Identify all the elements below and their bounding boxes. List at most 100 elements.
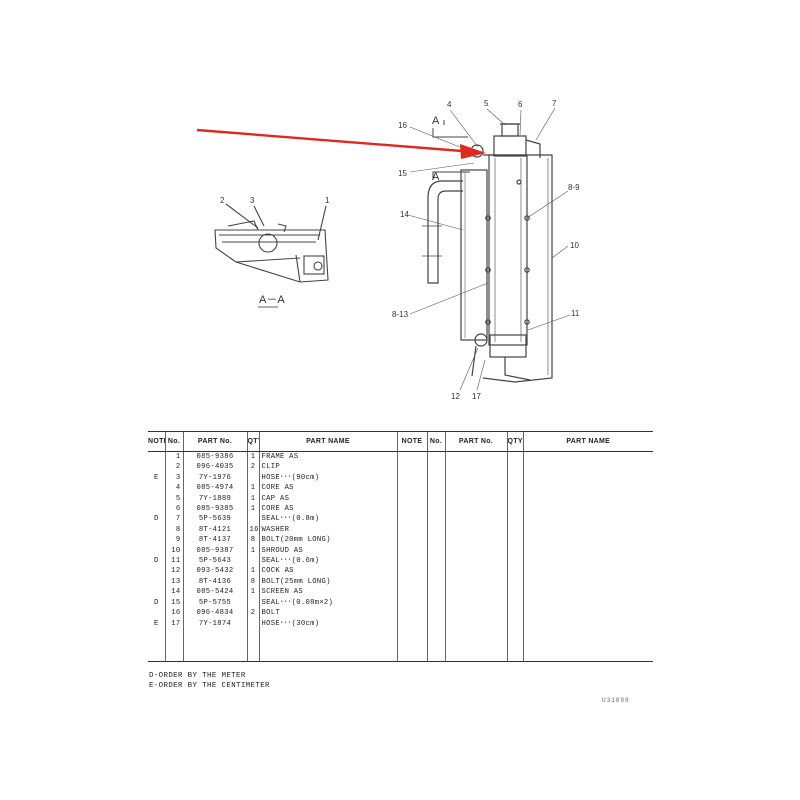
cell-part-no: 085-9386 (182, 451, 247, 463)
empty-cell (426, 535, 445, 546)
header-part-name-2: PART NAME (522, 431, 653, 452)
empty-cell (444, 524, 507, 536)
cell-qty: 8 (246, 576, 259, 588)
cell-qty: 1 (246, 451, 259, 463)
cell-no: 12 (164, 566, 183, 577)
empty-cell (426, 597, 445, 609)
empty-cell (426, 587, 445, 598)
empty-cell (396, 618, 427, 629)
header-note-2: NOTE (396, 431, 427, 452)
empty-cell (426, 483, 445, 494)
cell-name: CAP AS (258, 493, 397, 505)
empty-cell (148, 628, 165, 662)
empty-cell (396, 462, 427, 473)
empty-cell (522, 628, 653, 662)
empty-cell (522, 597, 653, 609)
callout-1: 1 (325, 196, 330, 205)
cell-no: 16 (164, 608, 183, 619)
cell-part-no: 5P-5639 (182, 514, 247, 525)
cell-part-no: 085-4974 (182, 483, 247, 494)
empty-cell (426, 608, 445, 619)
cell-note: E (153, 473, 159, 482)
cell-no: 14 (164, 587, 183, 598)
cell-note (148, 535, 165, 545)
empty-cell (426, 514, 445, 525)
empty-cell (444, 535, 507, 546)
header-part-no: PART No. (182, 431, 247, 452)
cell-qty: 1 (246, 587, 259, 598)
empty-cell (522, 483, 653, 494)
callout-12: 12 (451, 392, 460, 401)
cell-part-no: 096-4035 (182, 462, 247, 473)
empty-cell (396, 566, 427, 577)
cell-no: 2 (164, 462, 183, 473)
cell-part-no: 085-9387 (182, 545, 247, 557)
empty-cell (522, 504, 653, 515)
callout-3: 3 (250, 196, 255, 205)
radiator-exploded-diagram: 2 3 1 A－A (196, 99, 580, 401)
empty-cell (426, 462, 445, 473)
empty-cell (396, 608, 427, 619)
header-qty-2: QTY (506, 431, 523, 452)
footnote-d: D-ORDER BY THE METER (149, 672, 246, 680)
empty-cell (506, 483, 523, 494)
empty-cell (506, 576, 523, 588)
cell-part-no: 8T-4121 (182, 524, 247, 536)
cell-name: SCREEN AS (258, 587, 397, 598)
cell-part-no: 7Y-1889 (182, 493, 247, 505)
callout-5: 5 (484, 99, 489, 108)
empty-cell (444, 472, 507, 484)
empty-cell (522, 472, 653, 484)
footnotes: D-ORDER BY THE METER E-ORDER BY THE CENT… (149, 671, 270, 691)
cell-name: COCK AS (258, 566, 397, 577)
cell-name: BOLT (258, 608, 397, 619)
cell-name: FRAME AS (258, 451, 397, 463)
empty-cell (426, 556, 445, 567)
empty-cell (396, 535, 427, 546)
empty-cell (506, 545, 523, 557)
section-label: A－A (259, 294, 285, 306)
empty-cell (522, 587, 653, 598)
cell-part-no: 093-5432 (182, 566, 247, 577)
empty-cell (426, 545, 445, 557)
cell-no: 8 (164, 524, 183, 536)
empty-cell (444, 587, 507, 598)
empty-cell (164, 628, 183, 662)
empty-cell (396, 545, 427, 557)
cell-name: SEAL･･･(0.8m) (258, 514, 397, 525)
empty-cell (506, 628, 523, 662)
empty-cell (444, 618, 507, 629)
empty-cell (506, 566, 523, 577)
footnote-e: E-ORDER BY THE CENTIMETER (149, 682, 270, 690)
callout-16: 16 (398, 121, 407, 130)
cell-no: 17 (164, 618, 183, 629)
empty-cell (506, 451, 523, 463)
empty-row (148, 628, 653, 662)
empty-cell (396, 524, 427, 536)
empty-cell (444, 556, 507, 567)
cell-part-no: 5P-5755 (182, 597, 247, 609)
empty-cell (522, 535, 653, 546)
cell-note (148, 577, 165, 587)
cell-part-no: 7Y-1976 (182, 472, 247, 484)
callout-6: 6 (518, 100, 523, 109)
section-marker-bottom (432, 171, 470, 179)
cell-name: WASHER (258, 524, 397, 536)
section-marker-a-top: A (432, 115, 440, 127)
cell-no: 4 (164, 483, 183, 494)
header-no: No. (164, 431, 183, 452)
cell-no: 7 (164, 514, 183, 525)
empty-cell (444, 462, 507, 473)
empty-cell (396, 556, 427, 567)
cell-note (148, 483, 165, 493)
empty-cell (246, 628, 259, 662)
empty-cell (522, 545, 653, 557)
empty-cell (444, 628, 507, 662)
empty-cell (506, 504, 523, 515)
empty-cell (522, 608, 653, 619)
cell-note (148, 608, 165, 618)
